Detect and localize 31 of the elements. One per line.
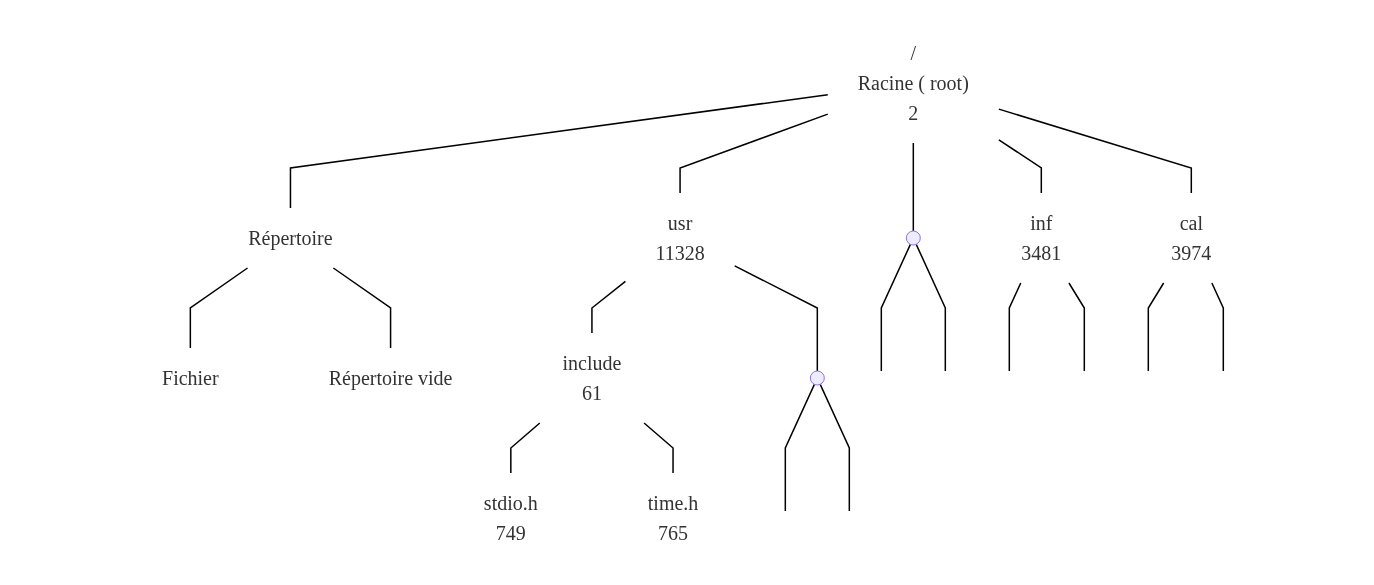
tree-branch-line [510,421,541,474]
tree-branch-line [1211,281,1225,372]
tree-branch-line [1147,281,1165,372]
directory-label: cal 3974 [1171,211,1212,264]
tree-branch-line [290,93,829,209]
tree-branch-line [734,264,819,372]
tree-branch-line [912,141,915,232]
tree-branch-line [998,107,1193,194]
directory-label: Répertoire vide [329,366,453,389]
directory-label: inf 3481 [1021,211,1062,264]
tree-branch-line [1068,281,1086,372]
tree-branch-line [819,383,851,512]
branch-point [810,370,826,385]
tree-branch-line [784,383,816,512]
tree-branch-line [643,421,675,474]
tree-branch-line [998,138,1043,194]
directory-label: stdio.h 749 [484,491,539,544]
tree-branch-line [1008,281,1022,372]
directory-label: usr 11328 [655,211,706,264]
branch-point [906,230,922,245]
directory-label: Répertoire [248,226,333,249]
directory-label: Fichier [162,366,219,389]
tree-branch-line [915,243,947,372]
directory-label: time.h 765 [648,491,699,544]
tree-branch-line [880,243,912,372]
directory-label: include 61 [562,351,622,404]
tree-branch-line [591,280,627,334]
directory-label: / Racine ( root) 2 [858,41,970,124]
tree-branch-line [189,266,249,349]
tree-branch-line [679,112,829,194]
tree-branch-line [332,266,392,349]
